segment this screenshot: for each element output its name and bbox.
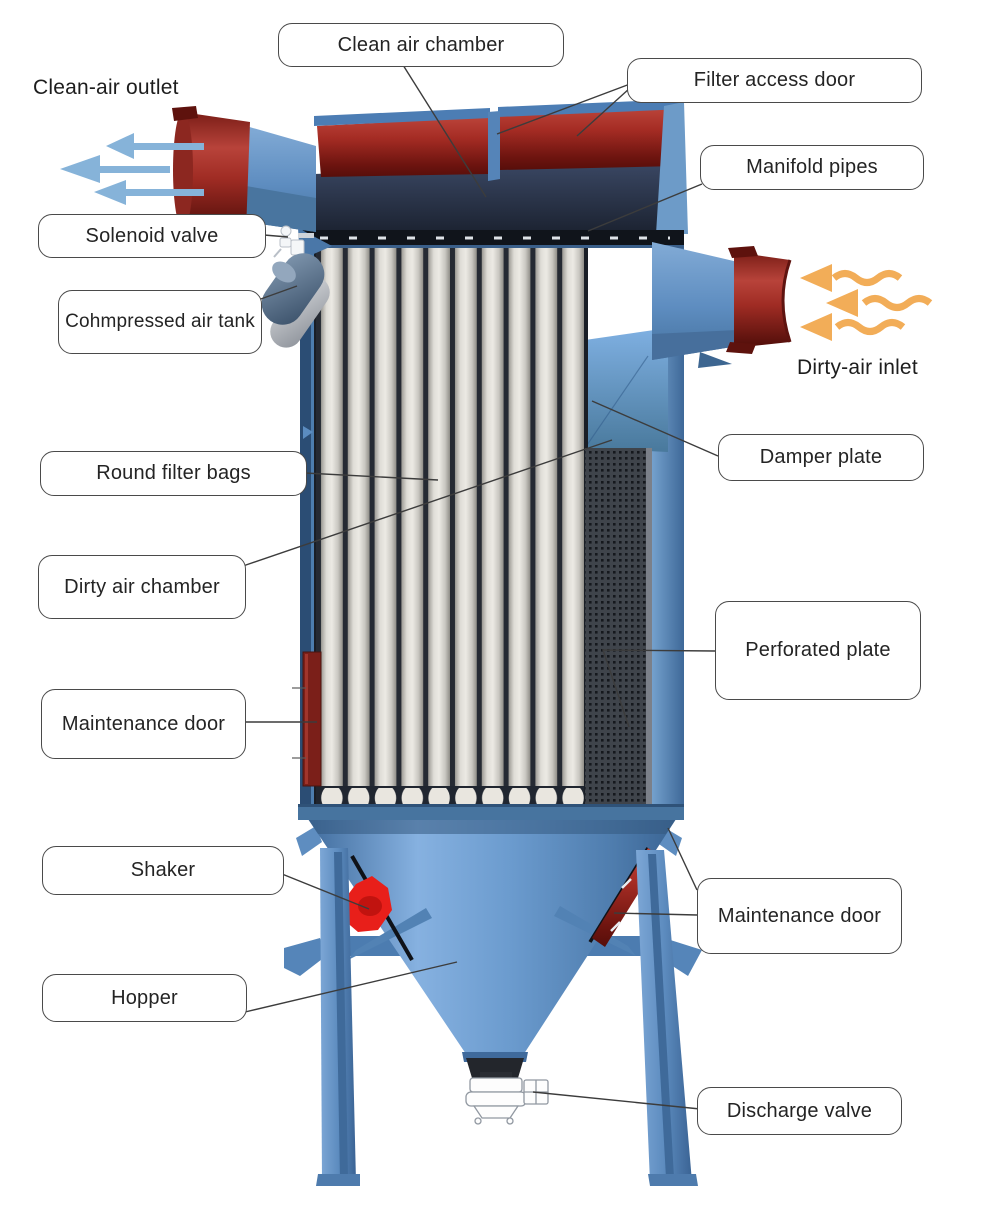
label-text: Round filter bags (96, 462, 251, 484)
leader-compressed-air-tank (257, 285, 298, 301)
label-clean-air-outlet: Clean-air outlet (33, 76, 179, 100)
housing (292, 99, 688, 818)
leader-discharge-valve (532, 1091, 711, 1111)
label-perforated-plate: Perforated plate (715, 601, 921, 700)
label-text: Maintenance door (717, 904, 882, 927)
label-round-filter-bags: Round filter bags (40, 451, 307, 496)
label-hopper: Hopper (42, 974, 247, 1022)
label-manifold-pipes: Manifold pipes (700, 145, 924, 190)
label-text: Clean-air outlet (33, 76, 179, 99)
leader-maintenance-door-right-1 (667, 827, 698, 891)
filter-access-door-left (317, 117, 489, 177)
label-text: Dirty air chamber (64, 575, 220, 598)
hopper-cone (306, 816, 678, 1060)
inlet-nozzle (726, 246, 792, 354)
manifold-pipes (303, 230, 684, 248)
leader-lines (242, 64, 719, 1111)
label-filter-access-door: Filter access door (627, 58, 922, 103)
leader-shaker (281, 873, 370, 910)
label-text: Solenoid valve (85, 224, 219, 247)
clean-air-chamber (303, 163, 676, 234)
maintenance-door-left-part (292, 651, 322, 787)
dirty-air-inlet-assembly (652, 242, 933, 368)
clean-air-flow-arrows (60, 133, 204, 205)
filter-access-door-right (500, 108, 678, 170)
label-discharge-valve: Discharge valve (697, 1087, 902, 1135)
leader-dirty-air-chamber (242, 439, 613, 567)
label-damper-plate: Damper plate (718, 434, 924, 481)
filter-access-doors (314, 99, 684, 181)
leader-manifold-pipes (587, 183, 703, 232)
support-legs (316, 848, 698, 1186)
label-text: Filter access door (693, 69, 856, 91)
label-dirty-air-inlet: Dirty-air inlet (797, 356, 918, 380)
leader-damper-plate (591, 400, 719, 457)
perforated-plate (585, 448, 652, 812)
label-text: Manifold pipes (746, 156, 878, 178)
label-text: Dirty-air inlet (797, 356, 918, 379)
label-text: Clean air chamber (337, 33, 505, 56)
label-text: Maintenance door (61, 712, 226, 735)
label-maintenance-door-right: Maintenance door (697, 878, 902, 954)
label-dirty-air-chamber: Dirty air chamber (38, 555, 246, 619)
label-text: Discharge valve (726, 1099, 873, 1122)
label-compressed-air-tank: Cohmpressed air tank (58, 290, 262, 354)
label-clean-air-chamber: Clean air chamber (278, 23, 564, 67)
clean-air-outlet-assembly (60, 106, 332, 260)
leader-maintenance-door-right-2 (613, 912, 698, 916)
hopper-assembly (284, 804, 702, 1186)
hopper-rim (298, 804, 684, 820)
leader-hopper (244, 961, 458, 1013)
damper-plate (585, 328, 668, 452)
label-text: Damper plate (759, 446, 883, 468)
label-shaker: Shaker (42, 846, 284, 895)
label-text: Perforated plate (745, 639, 891, 661)
solenoid-valve-part (273, 225, 314, 258)
compressed-air-tank-part (261, 253, 330, 348)
leader-solenoid-valve (263, 234, 289, 238)
dirty-air-flow-arrows (800, 264, 933, 341)
inlet-duct (652, 242, 738, 360)
label-text: Shaker (130, 859, 196, 881)
round-filter-bags (316, 248, 584, 816)
leader-filter-access-door-1 (496, 83, 631, 135)
label-text: Hopper (111, 986, 178, 1009)
label-solenoid-valve: Solenoid valve (38, 214, 266, 258)
leader-clean-air-chamber (402, 64, 487, 198)
discharge-valve-part (462, 1052, 549, 1125)
leader-filter-access-door-2 (576, 87, 631, 137)
label-text: Cohmpressed air tank (65, 311, 255, 332)
leader-perforated-plate (602, 649, 716, 728)
label-maintenance-door-left: Maintenance door (41, 689, 246, 759)
leader-round-filter-bags (304, 472, 439, 481)
pulse-cleaning-system (261, 225, 330, 348)
